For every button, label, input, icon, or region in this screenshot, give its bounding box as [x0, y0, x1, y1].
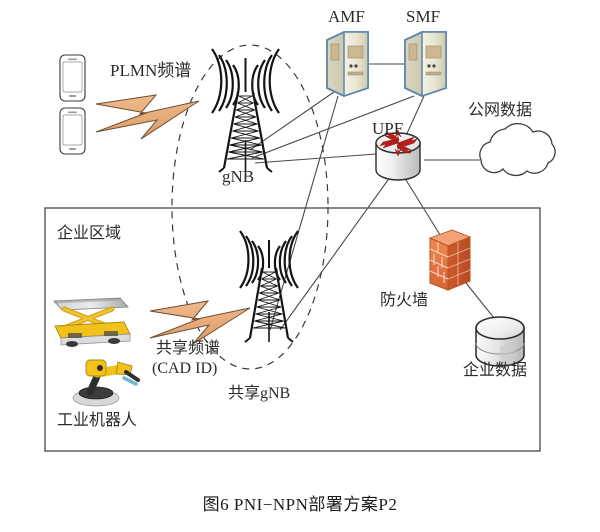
label-enterprise-data: 企业数据	[463, 362, 528, 379]
label-shared-spectrum-line1: 共享频谱	[156, 340, 221, 357]
shared-gnb-tower-icon	[239, 230, 299, 343]
smartphone-icon-1	[59, 54, 86, 102]
label-shared-gnb: 共享gNB	[228, 385, 291, 402]
enterprise-zone-box	[44, 207, 541, 452]
label-shared-spectrum-line2: (CAD ID)	[152, 360, 218, 377]
robot-arm-icon	[72, 359, 140, 407]
public-cloud-icon	[479, 123, 556, 177]
label-upf: UPF	[372, 119, 404, 138]
link-sharedgnb-amf	[269, 95, 339, 331]
link-upf-sharedgnb	[279, 179, 389, 331]
figure-caption: 图6 PNI−NPN部署方案P2	[202, 495, 398, 514]
link-gnb-amf	[249, 91, 335, 151]
smf-server-icon	[404, 31, 447, 98]
label-smf: SMF	[406, 7, 441, 26]
amf-server-icon	[326, 31, 369, 98]
link-upf-firewall	[405, 179, 443, 239]
label-gnb: gNB	[222, 167, 255, 186]
smartphone-icon-2	[59, 107, 86, 155]
label-firewall: 防火墙	[380, 292, 429, 309]
coverage-ellipse	[171, 44, 329, 370]
label-enterprise-zone: 企业区域	[57, 225, 122, 242]
firewall-icon	[428, 229, 472, 291]
plmn-lightning-icon	[95, 94, 200, 140]
gnb-tower-icon	[211, 48, 280, 173]
label-public-data: 公网数据	[468, 102, 533, 119]
link-layer	[249, 63, 495, 331]
upf-router-icon	[375, 129, 421, 181]
label-industrial-robot: 工业机器人	[57, 412, 138, 429]
label-plmn-spectrum: PLMN频谱	[110, 61, 192, 80]
agv-lift-icon	[53, 297, 131, 347]
router-arrows-icon	[379, 129, 418, 157]
label-amf: AMF	[328, 7, 365, 26]
enterprise-database-icon	[475, 316, 525, 367]
link-firewall-db	[465, 282, 495, 319]
link-smf-upf	[403, 95, 425, 141]
shared-spectrum-lightning-icon	[149, 300, 251, 345]
link-gnb-upf	[254, 153, 377, 164]
link-gnb-smf	[251, 95, 415, 159]
